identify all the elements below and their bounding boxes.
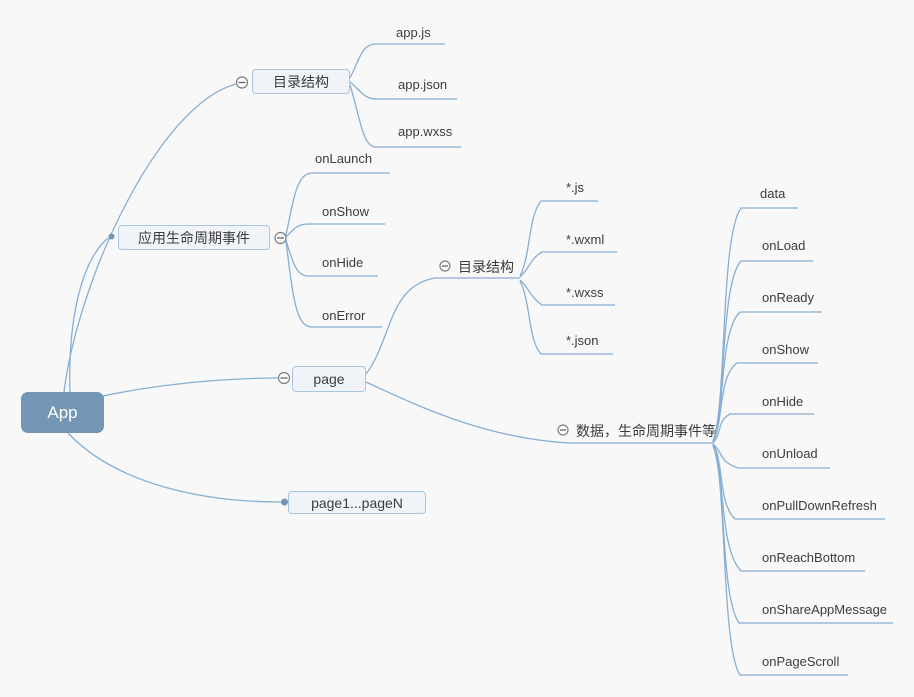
leaf-star-wxss[interactable]: *.wxss: [566, 285, 604, 300]
leaf-star-js[interactable]: *.js: [566, 180, 585, 195]
leaf-star-wxml[interactable]: *.wxml: [566, 232, 605, 247]
edge-dir1-app-json: [349, 81, 457, 100]
edge-data-onshareappmessage: [712, 444, 893, 624]
leaf-app-json[interactable]: app.json: [398, 77, 448, 92]
minus-circle-icon-lifecycle[interactable]: [274, 231, 287, 245]
edge-app-to-page: [102, 377, 279, 397]
edge-dir2-js: [519, 200, 598, 277]
dot-icon-lifecycle: [108, 233, 115, 240]
edge-data-onpagescroll: [712, 445, 848, 676]
edge-app-to-dir1: [63, 83, 237, 393]
minus-circle-icon-page[interactable]: [277, 371, 291, 385]
edge-dir2-wxss: [519, 279, 615, 306]
edge-data-onunload: [712, 443, 830, 469]
edge-lifecycle-onlaunch: [285, 172, 390, 236]
leaf-onload[interactable]: onLoad: [762, 238, 806, 253]
node-app-lifecycle-events[interactable]: 应用生命周期事件: [118, 225, 270, 250]
dot-icon-pagen: [281, 498, 288, 506]
leaf-star-json[interactable]: *.json: [566, 333, 599, 348]
node-data-lifecycle-events[interactable]: 数据，生命周期事件等: [576, 423, 716, 439]
leaf-onshareappmessage[interactable]: onShareAppMessage: [762, 602, 888, 617]
minus-circle-icon-dir2[interactable]: [439, 260, 451, 272]
node-page1-pagen[interactable]: page1...pageN: [288, 491, 426, 514]
leaf-app-js[interactable]: app.js: [396, 25, 431, 40]
leaf-onhide-page[interactable]: onHide: [762, 394, 804, 409]
edge-dir1-app-js: [349, 43, 445, 79]
minus-circle-icon-dir1[interactable]: [235, 76, 249, 89]
node-dir-structure-2[interactable]: 目录结构: [458, 259, 514, 275]
edge-lifecycle-onhide: [285, 239, 378, 277]
node-dir-structure-1[interactable]: 目录结构: [252, 69, 350, 94]
leaf-onready[interactable]: onReady: [762, 290, 815, 305]
leaf-onerror[interactable]: onError: [322, 308, 366, 323]
edge-data-onready: [712, 311, 822, 443]
leaf-onreachbottom[interactable]: onReachBottom: [762, 550, 856, 565]
edge-dir1-app-wxss: [349, 84, 461, 148]
edge-lifecycle-onshow: [285, 223, 385, 238]
leaf-onshow[interactable]: onShow: [322, 204, 369, 219]
leaf-onpagescroll[interactable]: onPageScroll: [762, 654, 840, 669]
node-root-app[interactable]: App: [21, 392, 104, 433]
leaf-onshow-page[interactable]: onShow: [762, 342, 809, 357]
leaf-onpulldownrefresh[interactable]: onPullDownRefresh: [762, 498, 877, 513]
edge-app-to-pagen: [67, 432, 282, 503]
edge-dir2-json: [519, 280, 613, 355]
leaf-onunload[interactable]: onUnload: [762, 446, 818, 461]
leaf-onlaunch[interactable]: onLaunch: [315, 151, 373, 166]
edge-data-onshow: [712, 362, 818, 443]
leaf-app-wxss[interactable]: app.wxss: [398, 124, 453, 139]
node-page[interactable]: page: [292, 366, 366, 392]
edge-app-to-lifecycle: [69, 237, 109, 393]
edge-page-to-dir2: [365, 277, 520, 375]
edge-dir2-wxml: [519, 251, 617, 278]
leaf-onhide[interactable]: onHide: [322, 255, 364, 270]
edge-data-onhide: [712, 413, 814, 444]
leaf-data[interactable]: data: [760, 186, 786, 201]
minus-circle-icon-data[interactable]: [557, 424, 569, 436]
edge-page-to-data: [365, 381, 713, 444]
edge-lifecycle-onerror: [285, 240, 382, 328]
edge-data-onpulldownrefresh: [712, 443, 885, 520]
